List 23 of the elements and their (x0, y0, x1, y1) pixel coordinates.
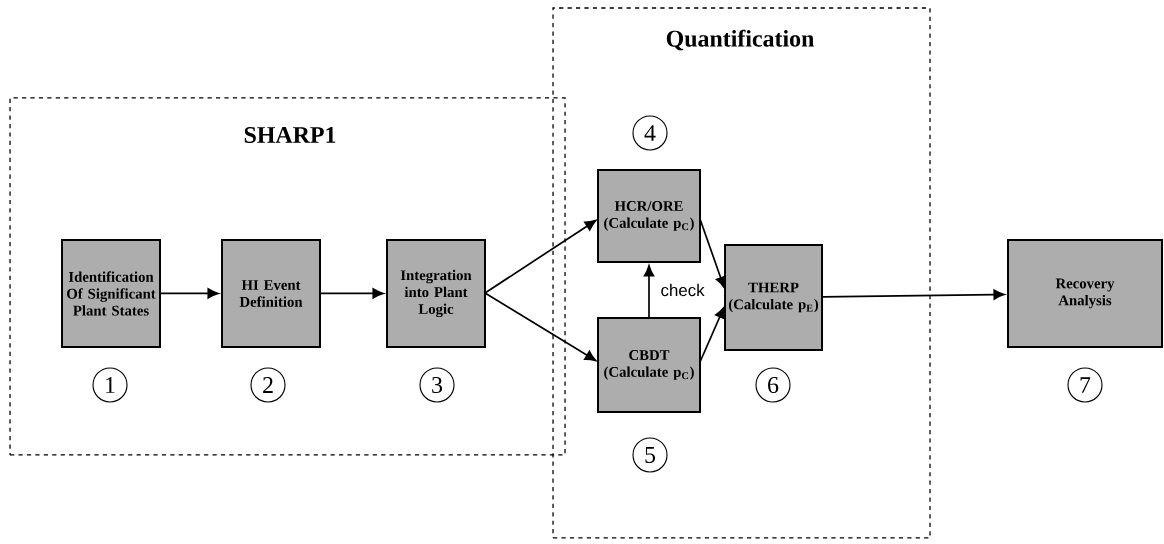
callout-number: 7 (1067, 367, 1103, 403)
callout-number: 6 (755, 367, 791, 403)
process-box: THERP (Calculate p$_{E}$) (724, 244, 823, 351)
callout-number: 3 (419, 367, 455, 403)
process-box: HCR/ORE (Calculate p$_{C}$) (597, 169, 701, 263)
callout-number: 1 (92, 367, 128, 403)
arrow (484, 219, 597, 294)
edge-label: check (661, 283, 705, 297)
process-box: Identification Of Significant Plant States (61, 239, 161, 348)
process-box: Recovery Analysis (1007, 239, 1163, 348)
callout-number: 2 (250, 367, 286, 403)
arrow (699, 306, 725, 363)
arrow (643, 265, 655, 318)
callout-number: 5 (632, 437, 668, 473)
arrow (822, 289, 1005, 300)
process-box: HI Event Definition (221, 239, 321, 348)
arrow (160, 288, 219, 299)
arrow (699, 218, 726, 288)
arrow (320, 288, 384, 299)
arrow (484, 292, 597, 362)
process-box: Integration into Plant Logic (386, 239, 486, 348)
process-box: CBDT (Calculate p$_{C}$) (597, 317, 701, 413)
callout-number: 4 (632, 115, 668, 151)
